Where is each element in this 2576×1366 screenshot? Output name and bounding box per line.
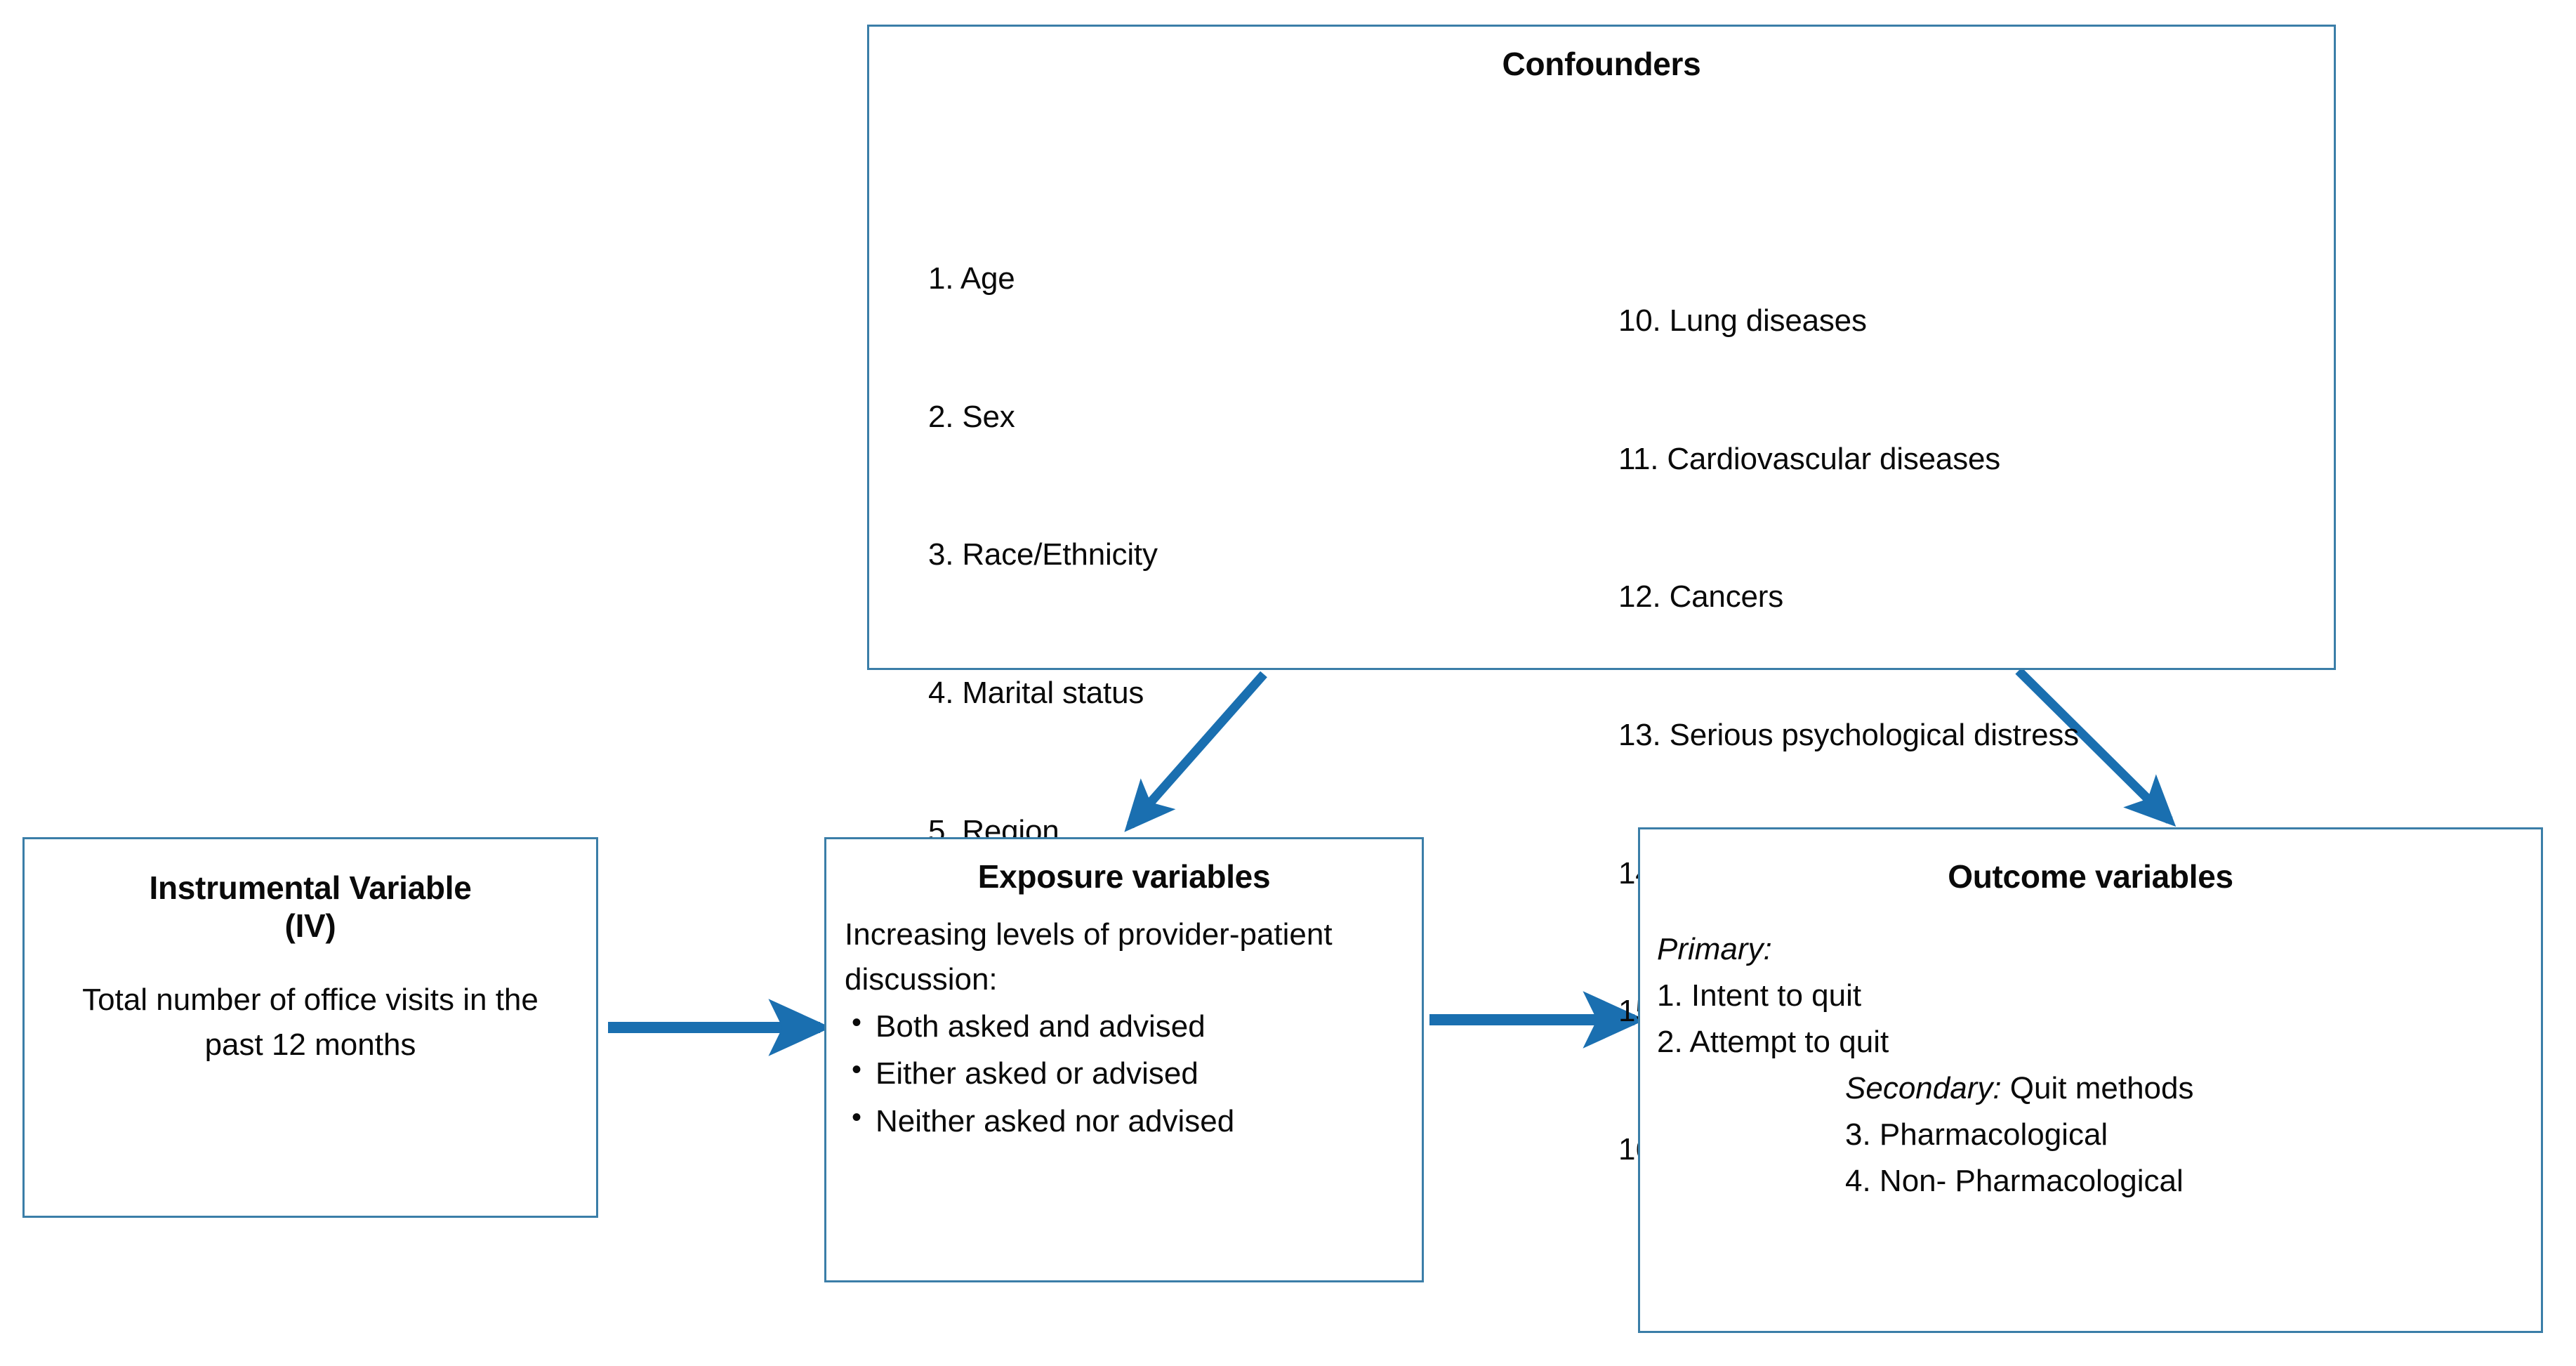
confounder-item: 10. Lung diseases <box>1618 303 1867 339</box>
bullet-icon: • <box>852 1101 862 1133</box>
iv-title-line-1: Instrumental Variable <box>149 869 472 906</box>
instrumental-variable-body: Total number of office visits in the pas… <box>82 982 539 1062</box>
confounder-item: 4. Marital status <box>928 676 1144 711</box>
exposure-items-list: • Both asked and advised • Either asked … <box>826 1004 1422 1143</box>
outcome-variables-body: Primary: 1. Intent to quit 2. Attempt to… <box>1640 926 2541 1204</box>
exposure-variables-box: Exposure variables Increasing levels of … <box>824 837 1424 1282</box>
instrumental-variable-box: Instrumental Variable (IV) Total number … <box>22 837 598 1218</box>
bullet-icon: • <box>852 1054 862 1086</box>
confounder-item: 1. Age <box>928 261 1015 296</box>
exposure-item-label: Neither asked nor advised <box>876 1103 1235 1138</box>
bullet-icon: • <box>852 1006 862 1038</box>
confounder-item: 12. Cancers <box>1618 579 1784 615</box>
iv-title-line-2: (IV) <box>284 907 336 945</box>
exposure-item-label: Both asked and advised <box>876 1009 1206 1044</box>
outcome-primary-item: 2. Attempt to quit <box>1657 1025 1889 1060</box>
outcome-secondary-heading: Secondary: Quit methods <box>1657 1065 2541 1112</box>
exposure-list-item: • Either asked or advised <box>847 1051 1412 1096</box>
confounder-item: 13. Serious psychological distress <box>1618 718 2079 753</box>
confounder-item: 11. Cardiovascular diseases <box>1618 441 2001 476</box>
outcome-primary-label: Primary: <box>1657 932 1772 967</box>
exposure-variables-title: Exposure variables <box>977 858 1271 895</box>
outcome-secondary-heading-rest: Quit methods <box>2001 1071 2194 1106</box>
outcome-variables-title: Outcome variables <box>1948 858 2233 895</box>
confounder-item: 2. Sex <box>928 399 1015 434</box>
outcome-secondary-item: 4. Non- Pharmacological <box>1845 1164 2184 1199</box>
exposure-list-item: • Neither asked nor advised <box>847 1099 1412 1143</box>
instrumental-variable-title: Instrumental Variable (IV) <box>25 869 596 945</box>
outcome-variables-box: Outcome variables Primary: 1. Intent to … <box>1638 827 2543 1333</box>
confounders-box: Confounders 1. Age 2. Sex 3. Race/Ethnic… <box>867 25 2336 1263</box>
exposure-item-label: Either asked or advised <box>876 1056 1198 1091</box>
exposure-lead-text: Increasing levels of provider-patient di… <box>845 917 1333 997</box>
confounders-columns: 1. Age 2. Sex 3. Race/Ethnicity 4. Marit… <box>869 27 2334 1262</box>
outcome-primary-item: 1. Intent to quit <box>1657 978 1862 1013</box>
outcome-secondary-label: Secondary: <box>1845 1071 2002 1106</box>
confounders-title: Confounders <box>1502 46 1701 82</box>
exposure-list-item: • Both asked and advised <box>847 1004 1412 1049</box>
confounder-item: 9. Income to poverty Ratio <box>928 1360 1532 1366</box>
confounder-item: 3. Race/Ethnicity <box>928 537 1158 572</box>
outcome-secondary-item: 3. Pharmacological <box>1845 1117 2108 1152</box>
